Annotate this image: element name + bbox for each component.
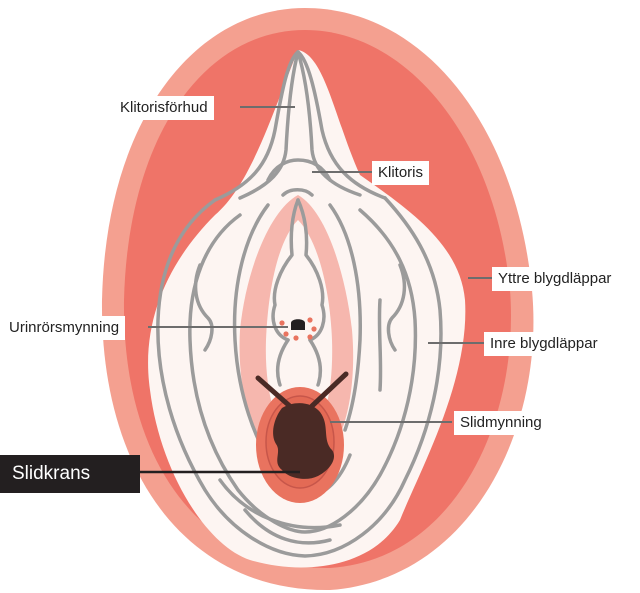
label-inre-blygdlappar: Inre blygdläppar — [484, 332, 604, 356]
label-yttre-blygdlappar: Yttre blygdläppar — [492, 267, 617, 291]
label-klitorisforhud: Klitorisförhud — [114, 96, 214, 120]
label-slidkrans: Slidkrans — [0, 455, 140, 493]
label-slidmynning: Slidmynning — [454, 411, 548, 435]
label-klitoris: Klitoris — [372, 161, 429, 185]
label-urinrorsmynning: Urinrörsmynning — [3, 316, 125, 340]
